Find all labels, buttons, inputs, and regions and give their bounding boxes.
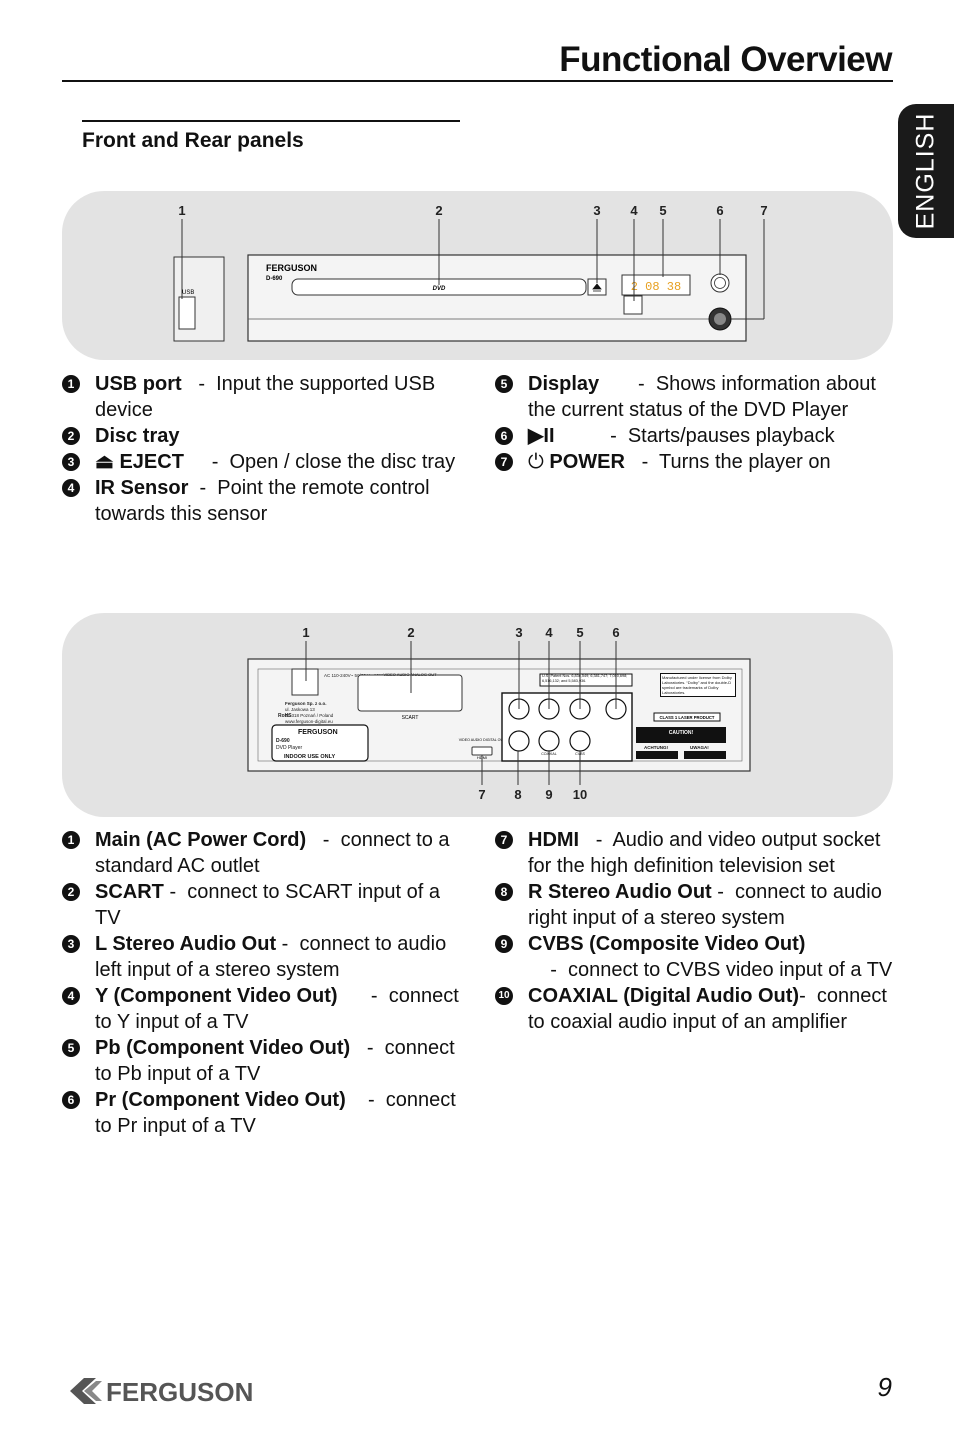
laser-label: [653, 712, 721, 722]
company-street: ul. Jaskowa 13: [285, 707, 315, 712]
laser-text: CLASS 1 LASER PRODUCT: [660, 715, 715, 720]
play-pause-icon: ▶II: [528, 425, 555, 447]
company-city: 61-318 Poznań / Poland: [285, 713, 334, 718]
title-rule: [62, 80, 893, 82]
cvbs-out-jack: [538, 730, 560, 752]
rear-callout-9: 9: [545, 787, 552, 802]
coaxial-out-jack: [569, 730, 591, 752]
ir-sensor: [623, 295, 643, 315]
patent-text: U.S. Patent Nos. 6,836,549; 6,381,747; 7…: [542, 674, 628, 683]
front-callout-5: 5: [659, 203, 666, 218]
dolby-text: Manufactured under license from Dolby La…: [660, 673, 736, 697]
indoor-label: INDOOR USE ONLY: [284, 754, 335, 760]
scart-connector: [357, 674, 463, 712]
rear-brand: FERGUSON: [298, 729, 338, 736]
legend-item: 3⏏ EJECT - Open / close the disc tray: [62, 449, 462, 475]
front-callout-2: 2: [435, 203, 442, 218]
tray-label: DVD: [433, 286, 446, 292]
rear-callout-10: 10: [573, 787, 587, 802]
play-pause-button: [710, 273, 730, 293]
power-icon: ⏻: [528, 451, 544, 473]
rear-callout-1: 1: [302, 625, 309, 640]
eject-icon: ⏏: [95, 451, 114, 473]
usb-label: USB: [182, 290, 194, 296]
ac-power-cord: [291, 668, 319, 696]
ferguson-logo: FERGUSON: [70, 1377, 253, 1407]
rear-callout-6: 6: [612, 625, 619, 640]
rear-panel-illustration: 1 2 3 4 5 6 7 8 9 10 AC 110-240V~ 50/60 …: [62, 613, 893, 817]
rating-label: [271, 724, 369, 762]
language-tab-label: ENGLISH: [911, 112, 940, 230]
page-title: Functional Overview: [559, 40, 892, 79]
front-callout-7: 7: [760, 203, 767, 218]
r-audio-out-jack: [508, 730, 530, 752]
rear-callout-8: 8: [514, 787, 521, 802]
patent-label: [539, 673, 633, 687]
front-callout-3: 3: [593, 203, 600, 218]
front-callout-4: 4: [630, 203, 638, 218]
caution-label: [636, 727, 726, 743]
front-brand: FERGUSON: [266, 263, 317, 273]
rear-callout-5: 5: [576, 625, 583, 640]
footer-brand: FERGUSON: [106, 1377, 253, 1407]
front-display: [621, 274, 691, 296]
analog-out-label: VIDEO AUDIO ANALOG OUT: [383, 672, 437, 677]
rear-model: D-690: [276, 738, 290, 744]
rear-callout-2: 2: [407, 625, 414, 640]
rear-callout-3: 3: [515, 625, 522, 640]
company-web: www.ferguson-digital.eu: [285, 719, 333, 724]
scart-label: SCART: [402, 715, 419, 721]
rear-callout-7: 7: [478, 787, 485, 802]
digital-out-label: VIDEO AUDIO DIGITAL OUT: [459, 738, 506, 742]
caution-text: CAUTION!: [669, 730, 694, 736]
front-callout-1: 1: [178, 203, 185, 218]
section-title: Front and Rear panels: [82, 129, 304, 152]
ac-rating: AC 110-240V~ 50/60 Hz 12W: [324, 673, 384, 678]
language-tab: ENGLISH: [898, 104, 954, 238]
legend-item: 7⏻ POWER - Turns the player on: [495, 449, 895, 475]
page-number: 9: [877, 1372, 892, 1402]
front-callout-6: 6: [716, 203, 723, 218]
company-name: Ferguson Sp. z o.o.: [285, 701, 327, 706]
section-rule: [82, 120, 460, 122]
rear-callout-4: 4: [545, 625, 553, 640]
hdmi-socket: [471, 746, 493, 756]
dvd-player-front: [247, 254, 747, 342]
front-model: D-690: [266, 276, 283, 282]
front-panel-drawing: 1 2 3 4 5 6 7 USB FERGUSON D-690 DVD 2 0…: [173, 203, 768, 342]
front-panel-illustration: 1 2 3 4 5 6 7 USB FERGUSON D-690 DVD 2 0…: [62, 191, 893, 360]
uwaga-text: UWAGA!: [690, 745, 709, 750]
rear-product: DVD Player: [276, 745, 302, 751]
achtung-text: ACHTUNG!: [644, 745, 668, 750]
usb-port: [178, 296, 196, 330]
legend-item: 6▶II - Starts/pauses playback: [495, 423, 895, 449]
rear-panel-drawing: 1 2 3 4 5 6 7 8 9 10 AC 110-240V~ 50/60 …: [247, 625, 751, 802]
rohs-label: RoHS: [278, 713, 292, 719]
display-digits: 2 08 38: [631, 280, 681, 294]
